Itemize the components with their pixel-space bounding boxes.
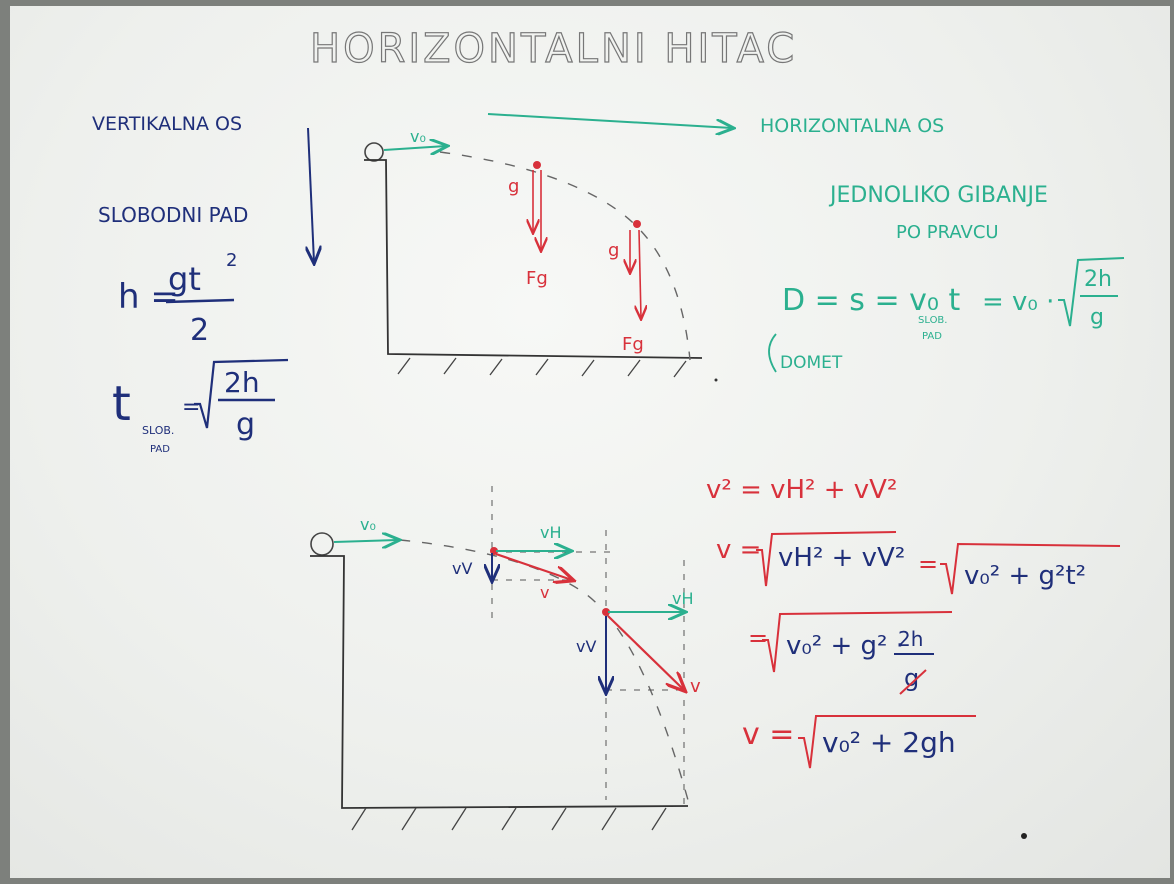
ball-start-top <box>364 142 384 162</box>
formula-substitute-den: g <box>904 664 919 692</box>
height-formula-exp: 2 <box>226 250 237 271</box>
formula-final-lhs: v = <box>742 717 794 752</box>
formula-velocity-sqrt2 <box>940 542 1121 595</box>
formula-velocity-squared: v² = vH² + vV² <box>706 475 897 505</box>
formula-final-rad: v₀² + 2gh <box>822 726 956 759</box>
time-formula-den: g <box>236 407 255 442</box>
g-label-1: g <box>508 176 519 197</box>
time-formula-lhs: t <box>112 376 131 432</box>
ball-point-4 <box>602 608 610 616</box>
range-bracket <box>768 333 777 373</box>
whiteboard <box>10 6 1170 878</box>
v-label-2: v <box>690 676 701 697</box>
formula-velocity-lhs: v = <box>716 535 761 565</box>
trajectory-top <box>439 151 691 361</box>
height-formula-num: gt <box>168 260 201 298</box>
ball-point-1 <box>533 161 541 169</box>
formula-substitute-num: 2h <box>898 627 923 651</box>
vh-label-1: vH <box>540 523 562 542</box>
v0-arrow-top <box>383 146 446 150</box>
time-formula-num: 2h <box>224 366 260 399</box>
v0-label-top: v₀ <box>410 127 426 146</box>
range-formula: D = s = v₀ t <box>782 283 960 318</box>
g-label-2: g <box>608 240 619 261</box>
height-fraction-bar <box>165 298 235 304</box>
formula-velocity-sqrt <box>756 531 897 587</box>
range-sqrt-sign <box>1058 257 1125 327</box>
ground-hatch-top <box>397 357 687 378</box>
vertical-axis-arrow <box>308 127 314 262</box>
range-formula-den: g <box>1090 305 1104 330</box>
v-arrow-2 <box>607 615 684 690</box>
range-label: DOMET <box>780 353 843 373</box>
cliff-top <box>364 159 703 359</box>
v-label-1: v <box>540 583 549 602</box>
marker-dot <box>1021 833 1027 839</box>
fg-label-2: Fg <box>622 334 644 355</box>
horizontal-axis-arrow <box>487 113 732 128</box>
time-formula-eq: = <box>182 395 200 420</box>
vh-label-2: vH <box>672 589 694 608</box>
free-fall-label: SLOBODNI PAD <box>98 203 248 227</box>
fg-label-1: Fg <box>526 268 548 289</box>
v0-label-bottom: v₀ <box>360 515 376 534</box>
fg-arrow-2 <box>639 229 641 318</box>
formula-cancel-stroke <box>899 669 927 695</box>
vertical-axis-label: VERTIKALNA OS <box>92 113 242 135</box>
range-formula-sub1: SLOB. <box>918 315 947 326</box>
vv-label-2: vV <box>576 637 596 656</box>
time-sqrt-sign <box>194 358 289 429</box>
marker-dot-small <box>714 378 718 382</box>
time-formula-sub1: SLOB. <box>142 424 174 437</box>
range-formula-sub2: PAD <box>922 331 942 342</box>
uniform-motion-line2: PO PRAVCU <box>896 222 999 243</box>
ball-point-2 <box>633 220 641 228</box>
ball-start-bottom <box>310 532 334 556</box>
formula-velocity-rad2: v₀² + g²t² <box>964 561 1086 591</box>
uniform-motion-line1: JEDNOLIKO GIBANJE <box>828 183 1048 208</box>
formula-final-sqrt <box>798 715 976 769</box>
formula-substitute-sqrt <box>762 611 953 673</box>
height-formula-lhs: h = <box>118 277 179 317</box>
formula-substitute-rad: v₀² + g² · <box>786 631 904 661</box>
vv-label-1: vV <box>452 559 472 578</box>
cliff-bottom <box>310 555 689 809</box>
formula-velocity-rad: vH² + vV² <box>778 543 905 573</box>
board-title: HORIZONTALNI HITAC <box>310 26 797 72</box>
range-formula-rhs: = v₀ · <box>982 287 1054 317</box>
formula-velocity-eq: = <box>918 550 938 578</box>
height-formula-den: 2 <box>190 313 209 348</box>
v0-arrow-bottom <box>333 540 398 542</box>
ground-hatch-bottom <box>351 807 667 831</box>
formula-substitute-eq: = <box>748 624 768 652</box>
range-formula-num: 2h <box>1084 267 1112 292</box>
v-arrow-1 <box>495 552 572 580</box>
trajectory-bottom <box>399 539 689 801</box>
time-formula-sub2: PAD <box>150 444 170 455</box>
horizontal-axis-label: HORIZONTALNA OS <box>760 115 944 137</box>
